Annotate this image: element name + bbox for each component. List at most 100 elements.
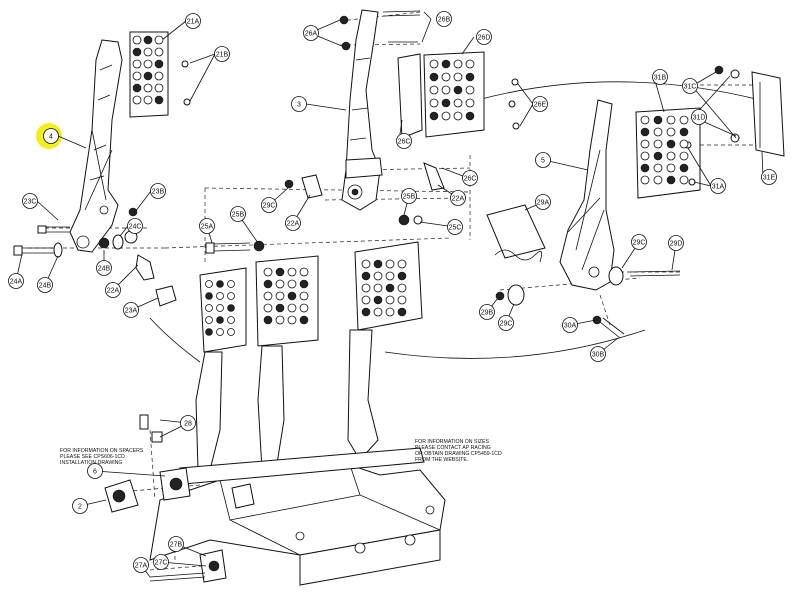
plate-hole [679,151,689,161]
svg-text:25C: 25C [449,225,462,232]
sweep-arc-right [384,329,646,359]
plate-hole [154,59,164,69]
svg-text:29D: 29D [670,241,683,248]
callout-30B: 30B [590,346,606,362]
plate-hole [441,59,451,69]
plate-hole [373,271,383,281]
callout-22A: 22A [105,282,121,298]
plate-hole [287,267,297,277]
plate-hole [453,59,463,69]
plate-hole [453,85,463,95]
plate-hole [385,283,395,293]
callout-3: 3 [291,96,307,112]
plate-hole [154,83,164,93]
callout-28: 28 [180,415,196,431]
plate-hole [453,111,463,121]
plate-hole [299,291,309,301]
callout-2: 2 [72,498,88,514]
plate-hole [132,71,142,81]
svg-text:31D: 31D [693,115,706,122]
plate-hole [154,95,164,105]
plate-hole [299,303,309,313]
svg-text:26C: 26C [464,176,477,183]
callout-5: 5 [535,152,551,168]
plate-hole [205,304,213,312]
callout-26C: 26C [396,133,412,149]
callout-22A-right: 22A [450,190,466,206]
plate-hole [385,307,395,317]
svg-text:26B: 26B [438,17,451,24]
plate-hole [275,291,285,301]
plate-hole [441,85,451,95]
plate-hole [143,47,153,57]
callout-29C-mid: 29C [261,197,277,213]
svg-text:PLEASE SEE CPS606-1CD: PLEASE SEE CPS606-1CD [60,454,125,460]
plate-hole [205,316,213,324]
svg-text:23B: 23B [152,189,165,196]
callout-29D: 29D [668,235,684,251]
callout-29C-right: 29C [631,234,647,250]
svg-text:5: 5 [541,158,545,165]
plate-hole [263,267,273,277]
svg-text:24A: 24A [10,279,23,286]
callout-29B: 29B [479,304,495,320]
svg-text:28: 28 [184,421,192,428]
plate-hole [397,283,407,293]
plate-hole [453,72,463,82]
holes-center-plate [263,267,309,325]
svg-text:4: 4 [49,134,53,141]
plate-hole [653,115,663,125]
sweep-arc-top [449,81,761,109]
callout-26E: 26E [532,96,548,112]
plate-hole [666,127,676,137]
plate-hole [653,127,663,137]
plate-hole [143,35,153,45]
pedal-arm-4 [69,39,123,253]
svg-text:31C: 31C [684,84,697,91]
svg-text:23C: 23C [24,199,37,206]
callout-25C: 25C [447,219,463,235]
callout-31D: 31D [691,109,707,125]
holes-21A [132,35,164,105]
svg-text:22A: 22A [107,288,120,295]
svg-text:INSTALLATION DRAWING: INSTALLATION DRAWING [60,460,122,466]
svg-text:31E: 31E [763,175,776,182]
callout-31E: 31E [761,169,777,185]
svg-text:3: 3 [297,102,301,109]
plate-hole [299,315,309,325]
callout-29C-lower: 29C [498,315,514,331]
svg-text:31B: 31B [654,75,667,82]
svg-text:FOR INFORMATION ON SIZES: FOR INFORMATION ON SIZES [415,439,490,445]
plate-hole [154,71,164,81]
plate-hole [263,291,273,301]
lower-pedal-box [104,241,446,586]
svg-text:23A: 23A [125,308,138,315]
svg-text:22A: 22A [452,196,465,203]
svg-text:25A: 25A [201,224,214,231]
svg-text:30B: 30B [592,352,605,359]
plate-hole [640,127,650,137]
svg-text:26E: 26E [534,102,547,109]
plate-hole [666,139,676,149]
plate-hole [397,271,407,281]
svg-text:21A: 21A [187,19,200,26]
plate-hole [465,85,475,95]
plate-hole [143,83,153,93]
plate-hole [640,139,650,149]
plate-hole [143,59,153,69]
plate-hole [397,295,407,305]
plate-hole [227,280,235,288]
plate-hole [205,292,213,300]
callout-25A: 25A [199,218,215,234]
plate-hole [216,328,224,336]
callout-4: 4 [43,128,59,144]
plate-hole [361,271,371,281]
plate-hole [263,303,273,313]
callout-29A: 29A [535,194,551,210]
plate-hole [429,98,439,108]
plate-hole [361,295,371,305]
callout-6: 6 [87,463,103,479]
plate-hole [397,259,407,269]
plate-hole [373,307,383,317]
svg-text:25B: 25B [403,194,416,201]
